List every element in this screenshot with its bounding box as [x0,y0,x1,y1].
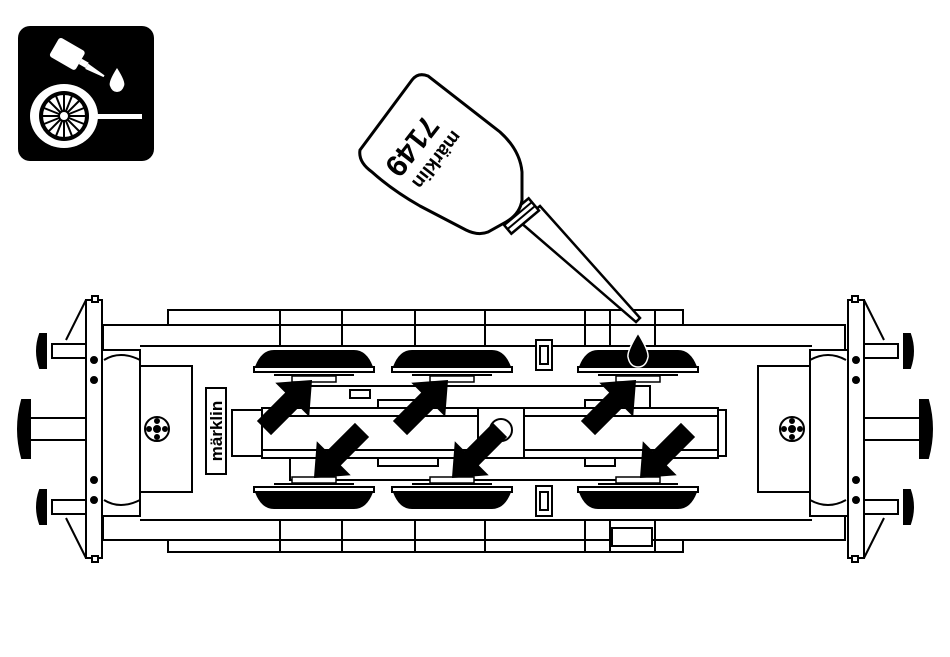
oil-bottle: märklin 7149 [360,75,640,322]
right-buffers [864,334,932,524]
left-buffers [18,334,86,524]
locomotive-chassis [66,296,884,562]
chassis-brand-label: märklin [207,401,226,461]
chassis-brand-plate: märklin [206,388,226,474]
oil-wheel-lubrication-icon [18,26,154,161]
